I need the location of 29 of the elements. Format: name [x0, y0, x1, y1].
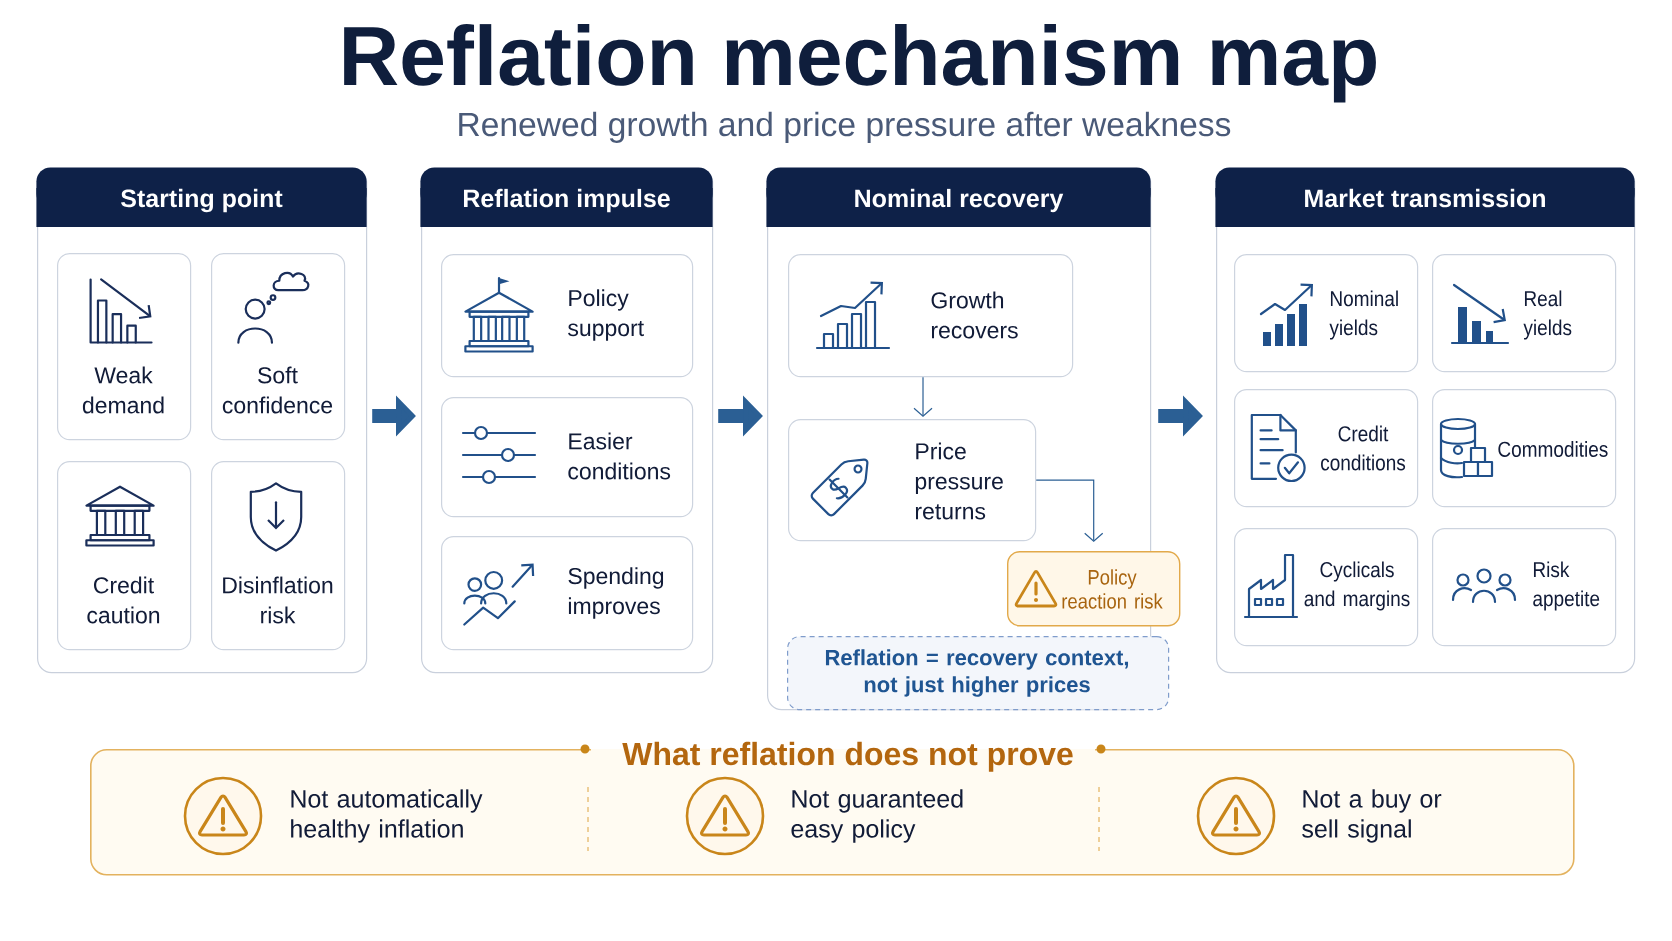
card: Credit caution [57, 461, 192, 651]
card: Easier conditions [441, 397, 694, 518]
subtitle: Renewed growth and price pressure after weakness [459, 111, 1231, 143]
card: Growth recovers [788, 254, 1074, 378]
panel-header: Nominal recovery [766, 167, 1151, 227]
note-box: Reflation = recovery context, not just higher prices [787, 636, 1170, 711]
card: Policy support [441, 254, 694, 378]
arrow [1035, 479, 1104, 542]
card: Credit conditions [1234, 389, 1419, 508]
caveat-text: Not guaranteed easy policy [791, 789, 963, 843]
panel-header: Reflation impulse [420, 167, 713, 227]
card: Commodities [1432, 389, 1617, 508]
panel-header: Market transmission [1215, 167, 1635, 227]
title: Reflation mechanism map [344, 24, 1376, 103]
card: Spending improves [441, 536, 694, 651]
card: Price pressure returns [788, 419, 1037, 542]
band-heading: What reflation does not prove [591, 741, 1095, 772]
card: Risk appetite [1432, 528, 1617, 647]
card: Disinflation risk [211, 461, 346, 651]
card: Real yields [1432, 254, 1617, 373]
card: Weak demand [57, 253, 192, 441]
caveat-text: Not automatically healthy inflation [291, 789, 483, 843]
card: Soft confidence [211, 253, 346, 441]
card: Cyclicals and margins [1234, 528, 1419, 647]
warning-box: Policy reaction risk [1007, 551, 1181, 627]
caveat-text: Not a buy or sell signal [1302, 789, 1442, 843]
arrow [913, 376, 933, 417]
panel-header: Starting point [36, 167, 367, 227]
card: Nominal yields [1234, 254, 1419, 373]
